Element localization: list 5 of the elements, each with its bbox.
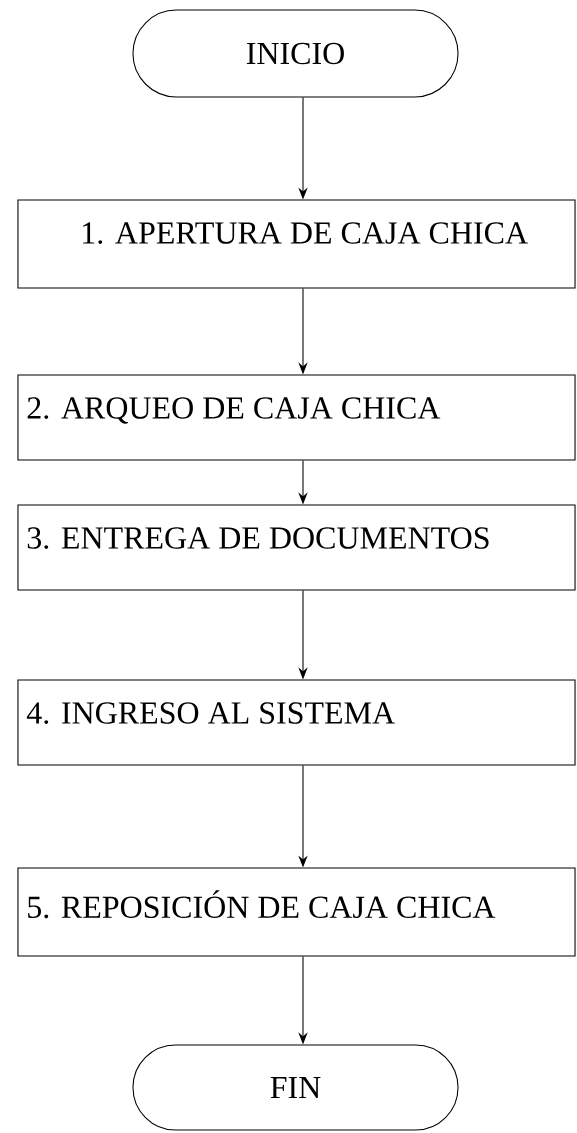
process-box: 3. ENTREGA DE DOCUMENTOS <box>17 504 576 591</box>
process-box: 1. APERTURA DE CAJA CHICA <box>17 199 576 289</box>
process-box: 5. REPOSICIÓN DE CAJA CHICA <box>17 867 576 957</box>
process-box: 4. INGRESO AL SISTEMA <box>17 679 576 766</box>
process-box: 2. ARQUEO DE CAJA CHICA <box>17 374 576 461</box>
